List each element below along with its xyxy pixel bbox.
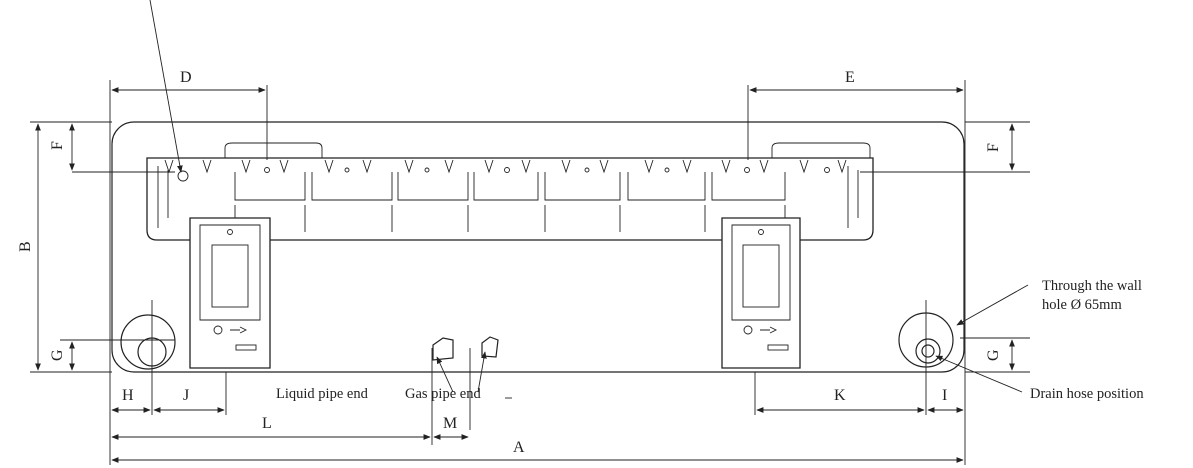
gas-pipe-note: Gas pipe end [405,386,481,402]
dim-label-g-right: G [985,349,1002,361]
right-hanging-bracket [721,217,801,369]
dim-label-j: J [183,387,189,404]
dim-label-l: L [262,415,272,432]
rail-slots [157,166,859,232]
left-wall-hole [120,314,176,370]
dim-label-f-left: F [49,141,66,150]
dim-label-a: A [513,439,525,456]
dim-label-e: E [845,69,855,86]
liquid-pipe-note: Liquid pipe end [276,386,369,402]
dim-label-d: D [180,69,192,86]
mounting-plate-rail [146,157,874,241]
dim-label-f-right: F [985,143,1002,152]
drain-hose-note: Drain hose position [1030,386,1144,402]
rail-screw-holes [177,167,830,182]
dim-label-h: H [122,387,134,404]
dimension-lines [35,87,1015,463]
leader-lines [149,0,1029,399]
dim-label-k: K [834,387,846,404]
dim-label-b: B [17,241,34,252]
liquid-pipe-end-icon [432,337,454,361]
left-hanging-bracket [189,217,271,369]
dim-label-i: I [942,387,947,404]
rail-tab-right [771,142,871,158]
wall-hole-note-line1: Through the wall [1042,278,1142,294]
rail-tab-left [224,142,323,158]
dim-label-g-left: G [49,349,66,361]
extension-lines [30,80,1030,465]
wall-hole-note-line2: hole Ø 65mm [1042,297,1122,313]
indoor-unit-outline [111,121,965,373]
dim-label-m: M [443,415,457,432]
